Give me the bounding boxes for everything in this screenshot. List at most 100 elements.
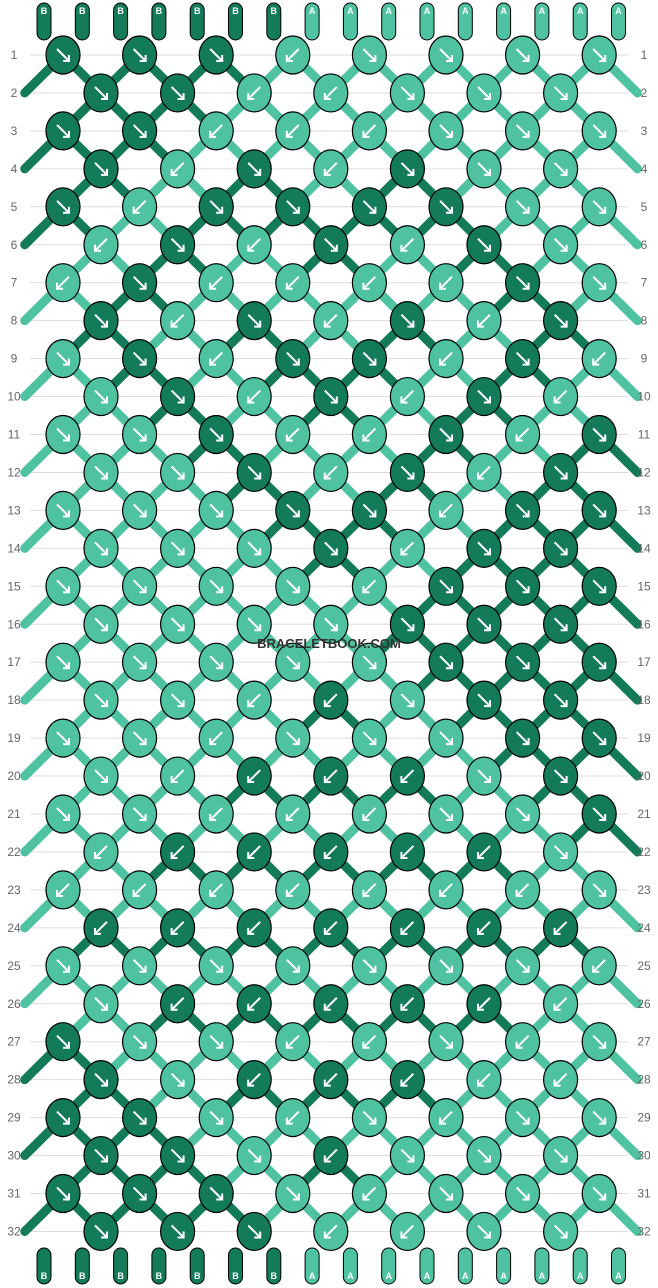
knot	[581, 187, 617, 227]
strand-end-top-label: A	[309, 6, 316, 16]
arrow-down-right-icon	[286, 959, 300, 973]
arrow-head	[139, 1041, 147, 1049]
arrow-head	[599, 738, 607, 746]
arrow-head	[330, 396, 338, 404]
knot	[389, 984, 425, 1024]
knot	[122, 566, 158, 606]
arrow-down-right-icon	[439, 579, 453, 594]
arrow-head	[209, 358, 217, 366]
arrow-down-left-icon	[553, 1072, 568, 1087]
arrow-down-right-icon	[286, 655, 300, 669]
arrow-head	[139, 965, 147, 973]
arrow-head	[484, 624, 491, 632]
knot	[313, 756, 349, 796]
arrow-down-right-icon	[439, 48, 453, 62]
knot	[160, 1060, 196, 1100]
arrow-down-right-icon	[56, 200, 70, 214]
arrow-down-right-icon	[439, 959, 453, 973]
row-number-right: 14	[637, 541, 651, 555]
row-number-right: 10	[637, 390, 651, 404]
strand-end-bottom-label: B	[117, 1271, 124, 1281]
knot	[198, 111, 234, 151]
arrow-head	[439, 510, 446, 518]
strand-end-top-label: A	[347, 6, 354, 16]
arrow-head	[139, 586, 147, 594]
arrow-down-right-icon	[170, 86, 185, 100]
arrow-down-left-icon	[400, 845, 415, 859]
row-number-left: 30	[7, 1149, 21, 1163]
knot	[351, 1173, 387, 1214]
arrow-head	[209, 738, 217, 746]
arrow-head	[292, 662, 300, 670]
knot	[504, 870, 541, 910]
knot	[313, 528, 349, 568]
arrow-head	[63, 965, 70, 973]
knot	[45, 566, 81, 606]
arrow-head	[369, 510, 377, 518]
knot	[504, 490, 541, 530]
arrow-head	[400, 851, 408, 859]
arrow-down-left-icon	[247, 921, 261, 935]
knot	[122, 187, 158, 227]
row-number-left: 2	[11, 86, 18, 100]
arrow-down-right-icon	[592, 1110, 606, 1125]
arrow-down-right-icon	[247, 1224, 261, 1239]
arrow-down-left-icon	[477, 465, 491, 480]
arrow-head	[63, 510, 70, 518]
knot	[122, 642, 158, 682]
arrow-head	[477, 1003, 484, 1011]
knot	[581, 414, 617, 455]
arrow-down-left-icon	[247, 997, 261, 1011]
arrow-head	[407, 320, 415, 328]
arrow-head	[101, 1155, 108, 1163]
arrow-head	[522, 586, 530, 594]
arrow-down-right-icon	[170, 465, 185, 480]
arrow-down-right-icon	[592, 427, 606, 442]
arrow-head	[56, 889, 63, 897]
arrow-down-right-icon	[56, 1110, 70, 1125]
strand-end-top	[74, 2, 90, 41]
row-number-left: 29	[7, 1111, 21, 1125]
arrow-down-right-icon	[209, 579, 223, 594]
arrow-down-right-icon	[400, 693, 415, 707]
arrow-head	[209, 282, 217, 290]
knot	[83, 984, 119, 1024]
strand-end-top-label: A	[577, 6, 584, 16]
arrow-down-left-icon	[56, 883, 70, 897]
knot	[313, 680, 349, 720]
knot	[466, 376, 502, 417]
knot	[428, 414, 464, 455]
arrow-head	[177, 244, 185, 252]
arrow-head	[247, 1079, 255, 1087]
strand-end-top-label: A	[385, 6, 392, 16]
strand-end-bottom	[381, 1247, 397, 1285]
arrow-down-left-icon	[170, 313, 185, 328]
knot	[581, 111, 617, 151]
arrow-head	[599, 1193, 607, 1201]
arrow-down-left-icon	[56, 275, 70, 290]
arrow-down-right-icon	[439, 200, 453, 214]
knot	[504, 1173, 541, 1214]
row-number-right: 8	[641, 314, 648, 328]
arrow-down-left-icon	[324, 693, 338, 707]
arrow-down-left-icon	[477, 997, 491, 1011]
arrow-down-right-icon	[170, 617, 185, 631]
arrow-down-right-icon	[94, 997, 108, 1011]
arrow-head	[599, 55, 607, 62]
knot	[466, 984, 502, 1024]
arrow-head	[285, 434, 293, 442]
arrow-head	[323, 1079, 331, 1087]
arrow-head	[170, 851, 178, 859]
knot	[581, 490, 617, 530]
knot	[198, 339, 234, 379]
knot	[504, 339, 541, 379]
arrow-down-right-icon	[209, 959, 223, 973]
arrow-head	[362, 282, 370, 290]
knot	[313, 984, 349, 1024]
arrow-head	[177, 396, 185, 404]
strand-end-top	[189, 2, 205, 41]
knot	[160, 528, 196, 568]
arrow-head	[560, 472, 568, 480]
strand-end-top	[342, 2, 358, 41]
